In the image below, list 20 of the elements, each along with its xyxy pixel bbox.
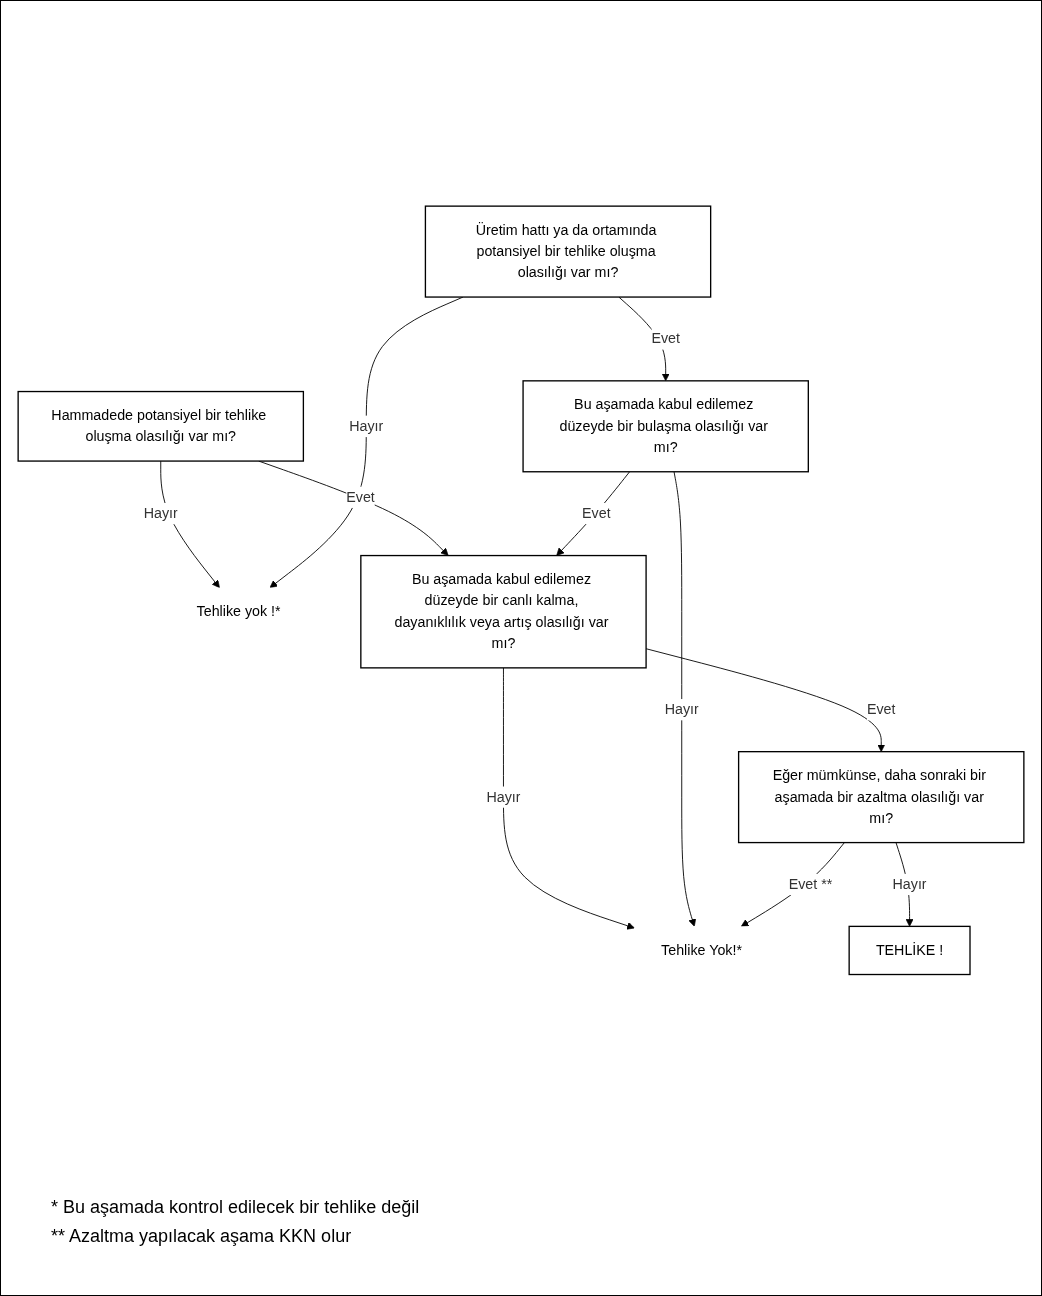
footnote: ** Azaltma yapılacak aşama KKN olur [51, 1226, 353, 1247]
edge-label: Hayır [349, 417, 384, 434]
node-box: Bu aşamada kabul edilemez düzeyde bir canlı kalma, dayanıklılık veya artış olasılığı var mı? [360, 554, 647, 669]
footnote: * Bu aşamada kontrol edilecek bir tehlike değil [51, 1197, 421, 1218]
edge-label: Hayır [486, 788, 521, 804]
edge-label: Evet ** [788, 876, 833, 892]
edge-label: Hayır [143, 505, 178, 521]
edge-label: Evet [582, 505, 611, 521]
node-box: Hammadede potansiyel bir tehlike oluşma olasılığı var mı? [17, 390, 305, 462]
node-text: Tehlike Yok!* [661, 942, 742, 958]
node-box: Bu aşamada kabul edilemez düzeyde bir bulaşma olasılığı var mı? [522, 379, 809, 473]
node-box: TEHLİKE ! [848, 925, 971, 975]
node-box: Üretim hattı ya da ortamında potansiyel bir tehlike oluşma olasılığı var mı? [424, 205, 712, 298]
edge-label: Evet [346, 488, 375, 504]
edge-label: Evet [651, 330, 680, 346]
edge-label: Hayır [892, 876, 927, 892]
edge-label: Evet [866, 701, 896, 717]
node-box: Eğer mümkünse, daha sonraki bir aşamada bir azaltma olasılığı var mı? [737, 750, 1025, 843]
node-text: Tehlike yok !* [196, 603, 281, 619]
edge-label: Hayır [664, 701, 699, 717]
